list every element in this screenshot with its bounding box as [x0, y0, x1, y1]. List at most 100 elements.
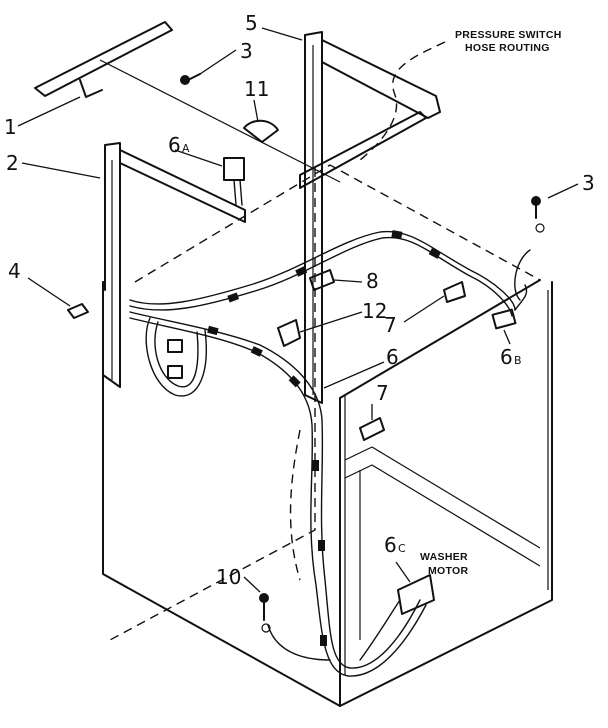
leader-10: [243, 576, 261, 593]
harness-clip: [227, 292, 240, 303]
leader-2: [21, 162, 101, 179]
clip-7-upper: [443, 281, 466, 303]
right-upright-bracket: [299, 31, 441, 404]
harness-clip: [295, 266, 308, 277]
annotation-notes: PRESSURE SWITCH HOSE ROUTING WASHER MOTO…: [420, 29, 562, 577]
leader-lines: [17, 27, 579, 593]
leader-1: [17, 96, 81, 127]
harness-clip: [288, 375, 301, 388]
note-washer-motor-line2: MOTOR: [428, 565, 469, 577]
callout-6: 6: [386, 345, 399, 369]
leader-6c: [395, 561, 411, 583]
leader-4: [27, 277, 71, 307]
harness-upper-b: [129, 236, 513, 317]
leader-3-right: [547, 183, 579, 199]
callout-5: 5: [245, 11, 258, 35]
ground-lead-3: [514, 249, 531, 301]
screw-10: [259, 593, 271, 633]
callout-11: 11: [244, 77, 269, 101]
right-upright-arm: [321, 39, 441, 119]
connector-6c-body: [397, 574, 435, 615]
callout-10: 10: [216, 565, 241, 589]
ground-lead-10: [267, 624, 331, 661]
callout-12: 12: [362, 299, 387, 323]
leader-12: [299, 311, 363, 333]
leader-5: [261, 27, 303, 41]
switch-block-2: [167, 365, 183, 379]
note-pressure-switch-line1: PRESSURE SWITCH: [455, 29, 562, 41]
harness-clip: [391, 230, 403, 239]
right-upright-crossbar: [299, 111, 427, 189]
cabinet: [102, 164, 553, 707]
harness-clip: [207, 325, 219, 336]
inner-frame-line: [344, 446, 541, 549]
clip-guide-line: [99, 59, 341, 183]
leader-6b: [503, 329, 511, 345]
clip-7-lower: [359, 417, 385, 441]
harness-clip: [250, 346, 263, 357]
callout-7-lower: 7: [376, 381, 389, 405]
left-upright-bracket: [102, 142, 246, 388]
left-upright-lower: [102, 281, 121, 388]
connector-6b: [491, 308, 517, 330]
lead-6b: [514, 284, 528, 311]
harness-lower-a: [129, 311, 421, 669]
callout-4: 4: [8, 259, 21, 283]
right-upright-lower: [304, 189, 323, 404]
clip-plate: [34, 21, 173, 97]
callout-2: 2: [6, 151, 19, 175]
callout-7-upper: 7: [384, 313, 397, 337]
harness-lower-b: [129, 317, 427, 677]
inner-frame-line-2: [344, 464, 541, 567]
callout-6a: 6: [168, 133, 181, 157]
connector-6a: [223, 157, 245, 206]
clip-tab: [79, 79, 103, 98]
cabinet-top-right-edge: [339, 279, 541, 399]
callout-8: 8: [366, 269, 379, 293]
clip-8: [309, 269, 335, 291]
hidden-routing: [289, 429, 301, 581]
leader-6a: [174, 149, 223, 167]
left-upright-arm: [119, 149, 246, 223]
leader-8: [333, 279, 363, 283]
connector-6c-leads: [359, 599, 401, 661]
leader-11: [253, 99, 259, 123]
harness-upper-a: [129, 230, 516, 311]
cabinet-hidden-corner: [109, 168, 316, 641]
cabinet-right-edges: [339, 281, 553, 707]
left-upright-post: [104, 142, 121, 301]
callout-6b-sub: B: [514, 354, 522, 367]
harness-clip: [428, 248, 441, 259]
connector-6a-leads: [233, 179, 243, 206]
connector-6b-body: [491, 308, 517, 330]
note-pressure-switch-line2: HOSE ROUTING: [465, 42, 550, 54]
switch-block-1: [167, 339, 183, 353]
harness-clip: [312, 460, 319, 471]
top-clip-bracket: [34, 21, 341, 183]
leader-7-upper: [403, 295, 445, 323]
callout-6b: 6: [500, 345, 513, 369]
harness-clip: [320, 635, 327, 646]
motor-switch: [167, 339, 183, 379]
connector-6c: [359, 574, 435, 661]
callout-3-left: 3: [240, 39, 253, 63]
screw-4: [67, 303, 89, 319]
connector-6a-body: [223, 157, 245, 181]
callout-labels: 1 2 3 3 4 5 6 6 A 6 B 6 C 7 7 8 10 11 12: [4, 11, 595, 589]
screw-3-left: [180, 73, 201, 85]
callout-6c-sub: C: [398, 542, 406, 555]
harness-clip: [318, 540, 325, 551]
leader-6: [323, 361, 385, 389]
callout-3-right: 3: [582, 171, 595, 195]
callout-6c: 6: [384, 533, 397, 557]
harness-side-loop: [145, 317, 207, 397]
harness-side-loop-inner: [154, 321, 199, 388]
cabinet-top-back-dashed: [134, 164, 541, 283]
leader-3-left: [199, 49, 237, 75]
clip-12: [277, 319, 301, 347]
pressure-switch-hose: [359, 41, 446, 161]
clip-11: [243, 119, 279, 143]
callout-6a-sub: A: [182, 142, 190, 155]
